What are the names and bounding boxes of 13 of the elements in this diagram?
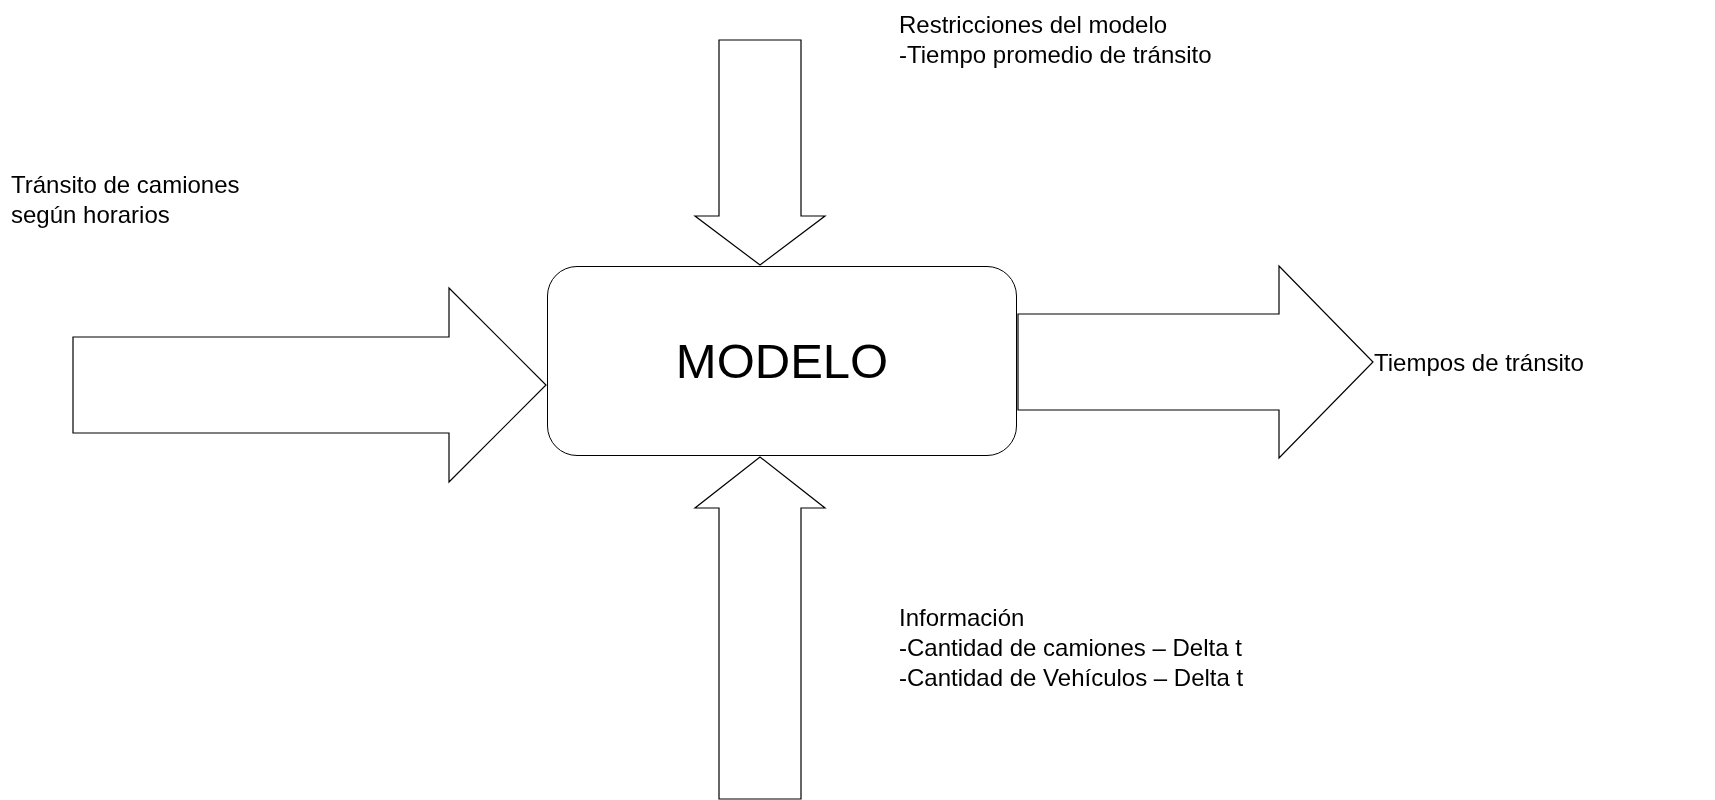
input-label: Tránsito de camiones según horarios bbox=[11, 170, 241, 230]
block-arrow bbox=[693, 456, 827, 800]
input-label: -Tiempo promedio de tránsito bbox=[899, 40, 1213, 70]
process-box bbox=[547, 266, 1017, 456]
block-arrow bbox=[693, 39, 827, 266]
input-label: Información bbox=[899, 603, 1026, 633]
block-arrow bbox=[72, 286, 547, 484]
input-label: Restricciones del modelo bbox=[899, 10, 1169, 40]
output-label: Tiempos de tránsito bbox=[1374, 349, 1584, 377]
input-label: -Cantidad de Vehículos – Delta t bbox=[899, 663, 1245, 693]
input-label: -Cantidad de camiones – Delta t bbox=[899, 633, 1243, 663]
box-title: MODELO bbox=[675, 333, 889, 389]
block-arrow bbox=[1017, 264, 1374, 460]
